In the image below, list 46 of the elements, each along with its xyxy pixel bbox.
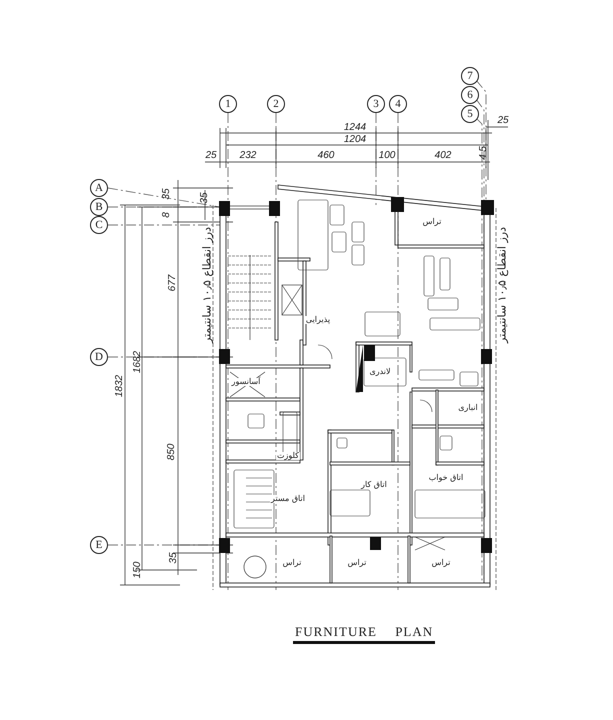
room-label: تراس <box>430 559 452 567</box>
dimension-text: 25 <box>496 116 510 126</box>
dimension-text: 460 <box>316 151 336 161</box>
room-label: کلوزت <box>276 452 300 460</box>
dimension-text: 8 <box>162 211 172 219</box>
room-label: آسانسور <box>230 378 262 386</box>
dimension-text: 850 <box>167 442 177 462</box>
dimension-text: 100 <box>378 151 396 161</box>
grid-bubble: E <box>90 536 108 554</box>
grid-bubble: B <box>90 198 108 216</box>
dimension-text: 35 <box>162 187 172 201</box>
room-label: اتاق خواب <box>428 474 464 482</box>
grid-bubble: 5 <box>461 105 479 123</box>
room-label: پذیرایی <box>304 316 332 324</box>
dimension-text: 150 <box>133 560 143 580</box>
dimension-text: 25 <box>204 151 218 161</box>
dimension-text: 35 <box>200 191 210 205</box>
grid-bubble: 4 <box>389 95 407 113</box>
room-label: اتاق کار <box>360 481 388 489</box>
room-label: تراس <box>422 218 442 226</box>
grid-bubble: D <box>90 348 108 366</box>
grid-bubble: 6 <box>461 86 479 104</box>
dimension-text: 402 <box>434 151 452 161</box>
dimension-text: 677 <box>168 274 178 292</box>
dimension-text: 1832 <box>115 374 125 398</box>
room-label: لاندری <box>368 368 392 376</box>
dimension-text: 5 <box>479 145 489 153</box>
room-label: اتاق مستر <box>270 495 306 503</box>
dimension-text: 232 <box>238 151 258 161</box>
plan-title: FURNITURE PLAN <box>293 624 436 644</box>
joint-note: درز انقطاع ۱۰٫۵ سانتیمتر <box>202 226 212 344</box>
dimension-text: 4 <box>479 153 489 161</box>
grid-bubble: C <box>90 216 108 234</box>
joint-note: درز انقطاع ۱۰٫۵ سانتیمتر <box>496 226 508 344</box>
room-label: انباری <box>457 404 479 412</box>
grid-bubble: 1 <box>219 95 237 113</box>
dimension-text: 1244 <box>342 123 368 133</box>
room-label: تراس <box>346 559 368 567</box>
grid-bubble: 3 <box>367 95 385 113</box>
grid-bubble: 7 <box>461 67 479 85</box>
grid-bubble: A <box>90 179 108 197</box>
dimension-text: 35 <box>169 551 179 565</box>
dimension-text: 1682 <box>133 350 143 374</box>
room-label: تراس <box>282 559 302 567</box>
dimension-text: 1204 <box>342 135 368 145</box>
grid-bubble: 2 <box>267 95 285 113</box>
